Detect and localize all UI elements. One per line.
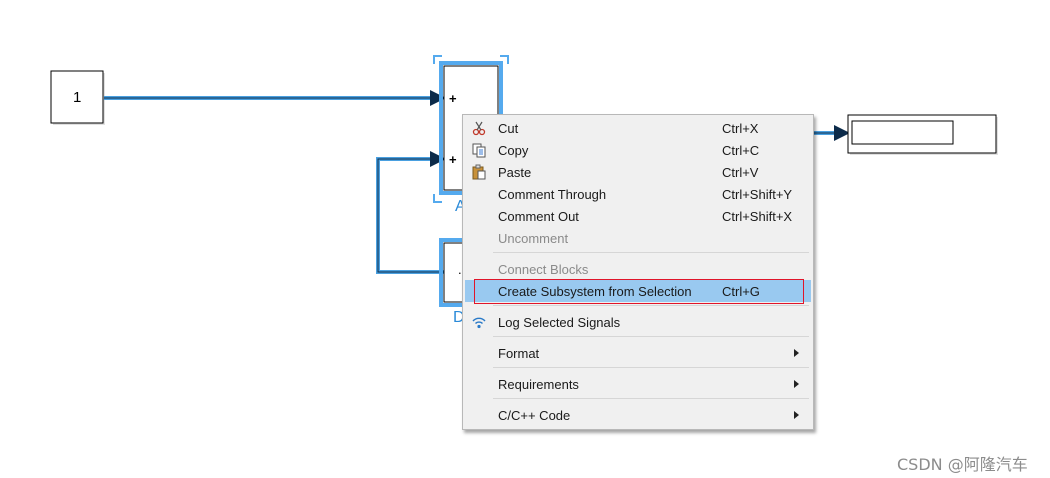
menu-separator [493, 367, 809, 368]
constant-value: 1 [73, 89, 82, 106]
menu-item-connect-blocks: Connect Blocks [465, 258, 811, 280]
menu-separator [493, 305, 809, 306]
menu-item-format[interactable]: Format [465, 342, 811, 364]
menu-item-create-subsystem[interactable]: Create Subsystem from Selection Ctrl+G [465, 280, 811, 302]
menu-item-label: Cut [498, 121, 519, 136]
menu-item-label: Uncomment [498, 231, 569, 246]
submenu-arrow-icon [794, 411, 799, 419]
menu-item-uncomment: Uncomment [465, 227, 811, 249]
menu-item-shortcut: Ctrl+G [722, 284, 760, 299]
constant-block[interactable] [50, 70, 105, 125]
menu-separator [493, 252, 809, 253]
add-input-sign-2: + [449, 152, 457, 167]
menu-item-requirements[interactable]: Requirements [465, 373, 811, 395]
menu-item-log-selected-signals[interactable]: Log Selected Signals [465, 311, 811, 333]
menu-item-shortcut: Ctrl+X [722, 121, 759, 136]
menu-item-shortcut: Ctrl+V [722, 165, 759, 180]
signal-line-feedback[interactable] [376, 151, 446, 274]
add-input-sign-1: + [449, 91, 457, 106]
add-block-name[interactable]: A [455, 198, 466, 215]
menu-separator [493, 336, 809, 337]
scissors-icon [471, 120, 487, 136]
wifi-signal-icon [471, 314, 487, 330]
submenu-arrow-icon [794, 349, 799, 357]
display-block[interactable] [847, 114, 998, 155]
menu-item-label: Paste [498, 165, 532, 180]
menu-item-label: Log Selected Signals [498, 315, 621, 330]
menu-item-label: Format [498, 346, 540, 361]
context-menu: Cut Ctrl+X Copy Ctrl+C Paste Ctrl+V Comm… [462, 114, 814, 430]
menu-item-paste[interactable]: Paste Ctrl+V [465, 161, 811, 183]
menu-item-comment-through[interactable]: Comment Through Ctrl+Shift+Y [465, 183, 811, 205]
menu-item-shortcut: Ctrl+Shift+Y [722, 187, 793, 202]
annotation-highlight-box [474, 279, 804, 304]
delay-block-name[interactable]: D [453, 309, 465, 326]
menu-item-shortcut: Ctrl+C [722, 143, 760, 158]
signal-line-constant-to-add[interactable] [104, 90, 446, 106]
menu-item-c-cpp-code[interactable]: C/C++ Code [465, 404, 811, 426]
menu-item-cut[interactable]: Cut Ctrl+X [465, 117, 811, 139]
menu-item-shortcut: Ctrl+Shift+X [722, 209, 793, 224]
menu-item-copy[interactable]: Copy Ctrl+C [465, 139, 811, 161]
menu-item-label: Copy [498, 143, 529, 158]
signal-line-to-display[interactable] [812, 125, 850, 141]
delay-block-glyph: . [458, 262, 462, 277]
menu-item-label: Create Subsystem from Selection [498, 284, 692, 299]
menu-separator [493, 398, 809, 399]
menu-item-label: Comment Out [498, 209, 579, 224]
submenu-arrow-icon [794, 380, 799, 388]
menu-item-label: Comment Through [498, 187, 607, 202]
paste-icon [471, 164, 487, 180]
menu-item-label: Requirements [498, 377, 579, 392]
menu-item-label: Connect Blocks [498, 262, 589, 277]
menu-item-label: C/C++ Code [498, 408, 571, 423]
watermark-text: CSDN @阿隆汽车 [897, 455, 1028, 474]
copy-icon [471, 142, 487, 158]
menu-item-comment-out[interactable]: Comment Out Ctrl+Shift+X [465, 205, 811, 227]
